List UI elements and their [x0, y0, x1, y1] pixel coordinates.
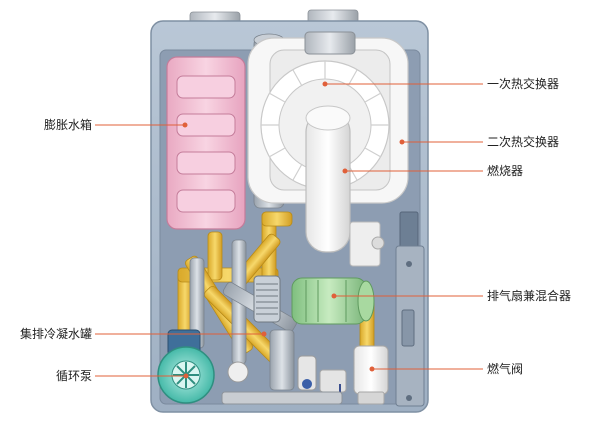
label-condensate-tank: 集排冷凝水罐: [19, 327, 92, 341]
label-fan-mixer: 排气扇兼混合器: [487, 289, 572, 303]
burner: [305, 105, 385, 267]
bottom-fittings: [221, 355, 343, 405]
label-burner: 燃烧器: [487, 164, 524, 178]
condensate-tank: [253, 275, 281, 323]
fan-mixer: [291, 277, 375, 325]
control-rail: [395, 211, 425, 407]
label-primary-exchanger: 一次热交换器: [487, 77, 560, 91]
leader-dots: [182, 81, 405, 379]
label-expansion-tank: 膨胀水箱: [43, 118, 92, 132]
label-secondary-exchanger: 二次热交换器: [487, 135, 560, 149]
label-gas-valve: 燃气阀: [487, 362, 524, 376]
expansion-tank: [166, 56, 246, 230]
label-pump: 循环泵: [55, 369, 92, 383]
leader-lines: [95, 83, 483, 377]
